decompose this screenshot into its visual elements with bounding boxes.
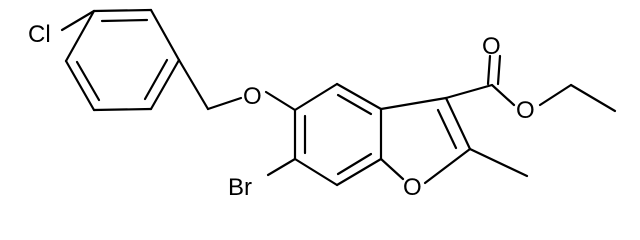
ether-oxygen-atom-label: O	[243, 83, 262, 110]
ethyl-ester-group	[444, 54, 617, 113]
methyl-group	[468, 147, 529, 178]
chlorine-atom-label: Cl	[28, 21, 51, 48]
carbonyl-oxygen-atom-label: O	[482, 33, 501, 60]
chlorophenyl-ring	[60, 8, 181, 112]
furan-oxygen-atom-label: O	[403, 174, 422, 201]
molecule-diagram: Cl O Br O O O	[28, 8, 617, 201]
furan-ring	[379, 96, 472, 185]
bromo-bond	[266, 157, 297, 177]
bromine-atom-label: Br	[228, 174, 252, 201]
ester-oxygen-atom-label: O	[516, 97, 535, 124]
benzofuran-benzene-ring	[293, 82, 383, 187]
benzyloxy-linker	[177, 58, 297, 112]
